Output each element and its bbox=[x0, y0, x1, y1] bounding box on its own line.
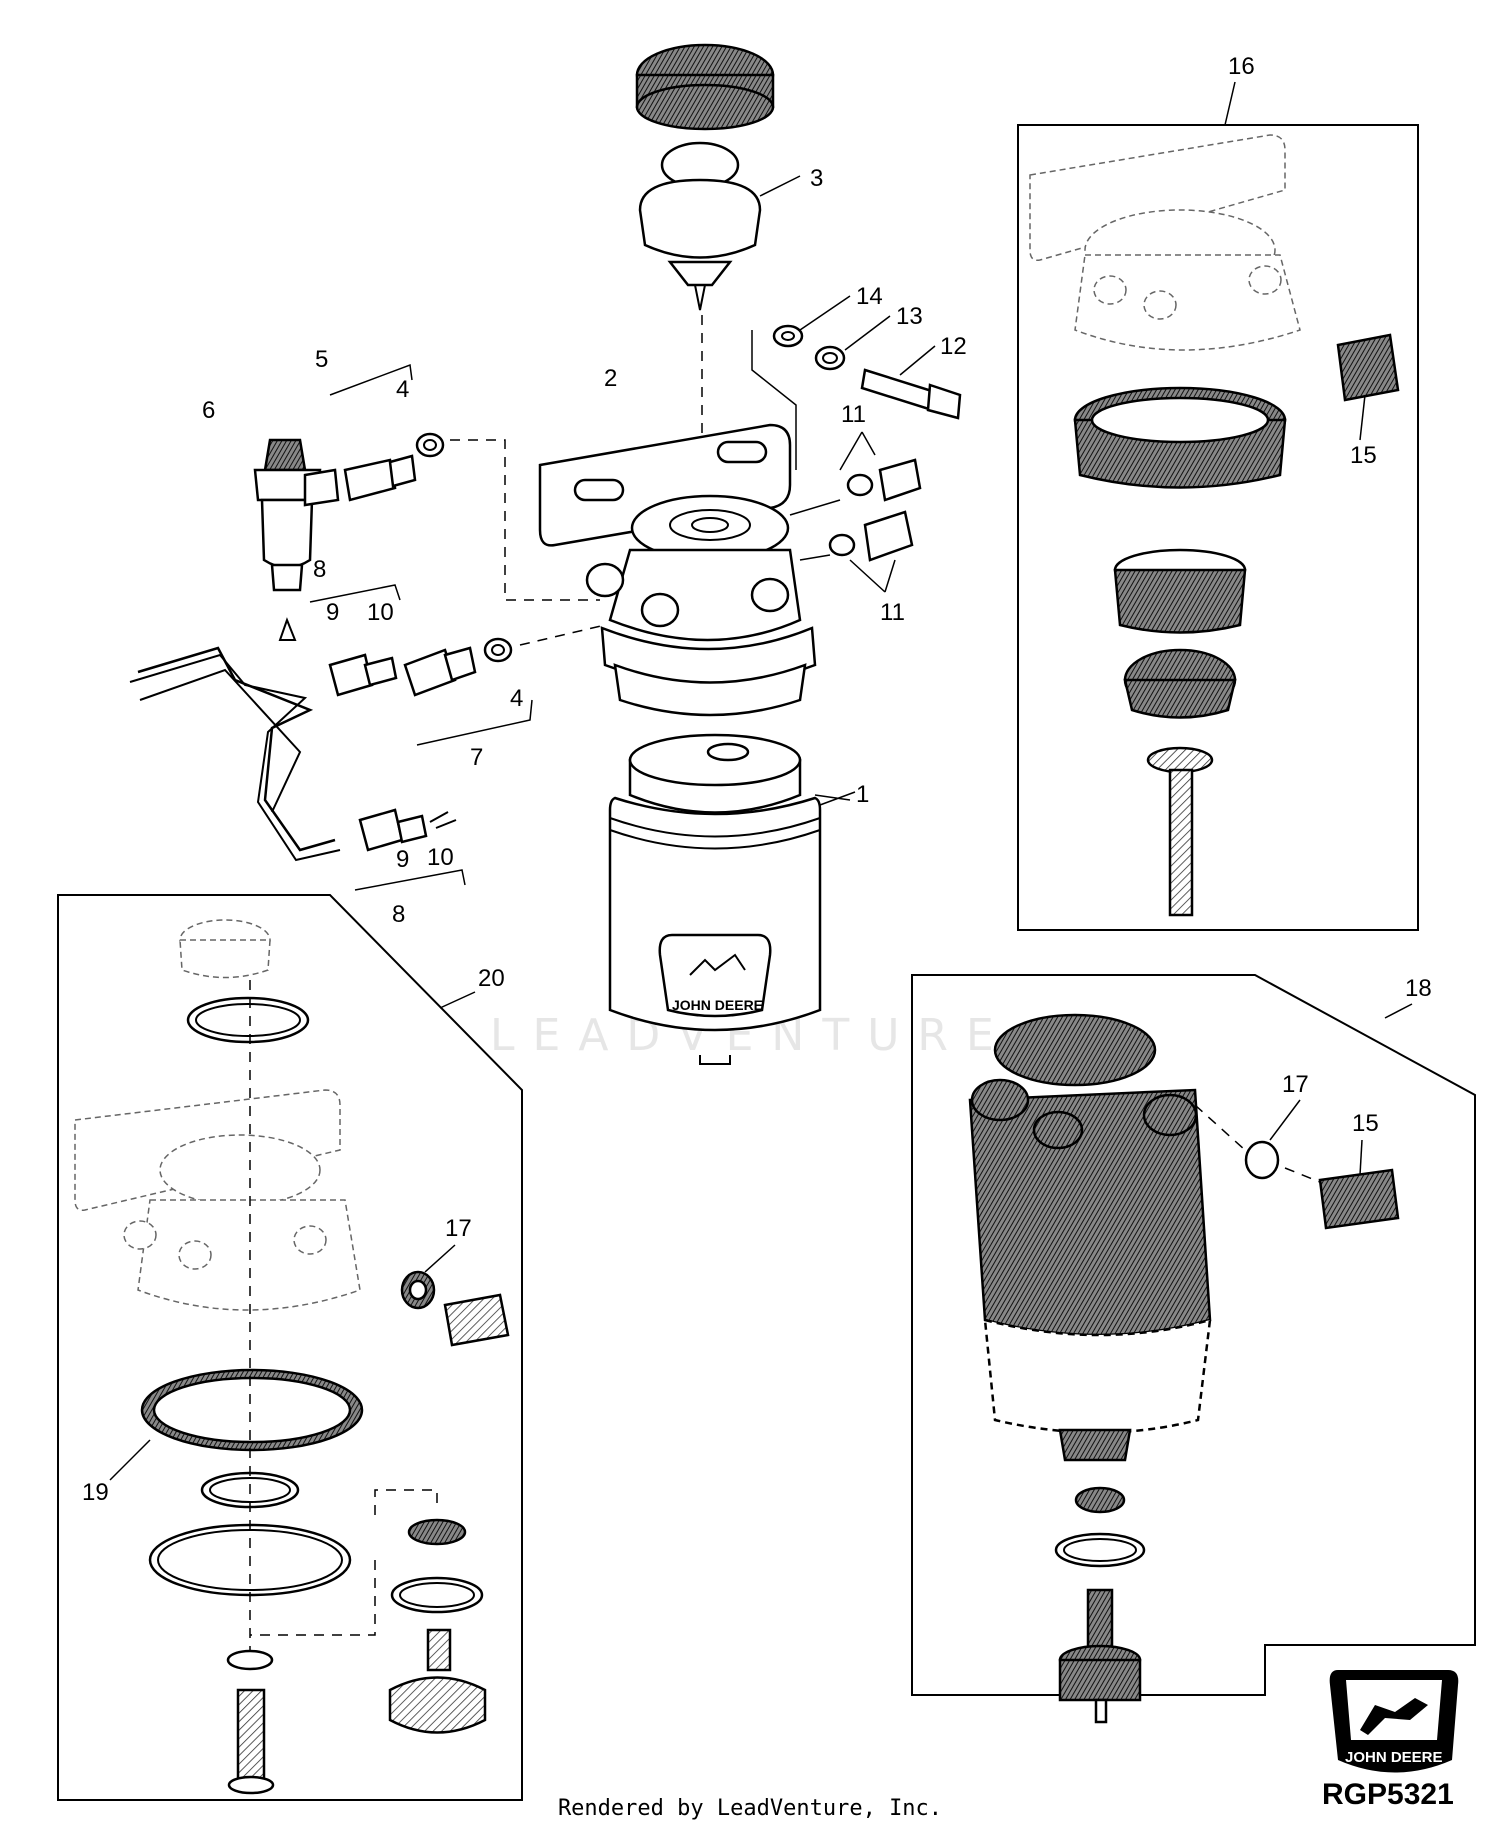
callout-12: 12 bbox=[940, 333, 967, 360]
callout-8-upper: 8 bbox=[313, 556, 326, 583]
callout-3: 3 bbox=[810, 165, 823, 192]
callout-9-upper: 9 bbox=[326, 599, 339, 626]
filter-element-part-1: JOHN DEERE bbox=[608, 733, 822, 1065]
gasket-part-19 bbox=[140, 1368, 364, 1452]
drain-seal-20 bbox=[390, 1518, 484, 1614]
filter-brand-label: JOHN DEERE bbox=[672, 997, 763, 1013]
filter-head-ghost-16 bbox=[1029, 134, 1301, 351]
plug-part-11-lower bbox=[828, 510, 914, 562]
filter-head-ghost-20 bbox=[74, 1089, 361, 1311]
callout-11-lower: 11 bbox=[880, 599, 905, 626]
callout-4-lower: 4 bbox=[510, 685, 523, 712]
plug-part-15-lower bbox=[1318, 1168, 1400, 1230]
fitting-part-7 bbox=[403, 646, 477, 697]
washer-part-4-upper bbox=[415, 432, 445, 458]
callout-11-upper: 11 bbox=[841, 401, 866, 428]
john-deere-logo: JOHN DEERE bbox=[1329, 1670, 1459, 1773]
filter-head-part-2 bbox=[538, 423, 817, 717]
plug-part-15-upper bbox=[1336, 333, 1400, 402]
washer-part-13 bbox=[814, 345, 846, 371]
callout-14: 14 bbox=[856, 283, 883, 310]
callout-20: 20 bbox=[478, 965, 505, 992]
kit-box-18 bbox=[911, 974, 1476, 1696]
callout-1: 1 bbox=[856, 781, 869, 808]
seal-ring-20 bbox=[186, 996, 310, 1044]
bolt-part-12 bbox=[860, 368, 962, 420]
callout-7: 7 bbox=[470, 744, 483, 771]
callout-6: 6 bbox=[202, 397, 215, 424]
callout-17-left: 17 bbox=[445, 1215, 472, 1242]
callout-4-upper: 4 bbox=[396, 376, 409, 403]
callout-9-lower: 9 bbox=[396, 846, 409, 873]
washer-part-4-lower bbox=[483, 637, 513, 663]
callout-18: 18 bbox=[1405, 975, 1432, 1002]
collar-part-16 bbox=[1073, 386, 1287, 489]
bowl-insert-16 bbox=[1123, 648, 1237, 719]
drain-stem-16 bbox=[1146, 746, 1214, 917]
callout-19: 19 bbox=[82, 1479, 109, 1506]
knurled-cap bbox=[635, 43, 775, 131]
callout-5: 5 bbox=[315, 346, 328, 373]
callout-10-upper: 10 bbox=[367, 599, 394, 626]
callout-8-lower: 8 bbox=[392, 901, 405, 928]
primer-pump-part-3 bbox=[638, 141, 762, 311]
logo-brand-label: JOHN DEERE bbox=[1345, 1749, 1443, 1766]
fitting-part-5 bbox=[343, 454, 417, 502]
filter-bowl-part-18 bbox=[968, 1013, 1212, 1462]
drain-parts-18 bbox=[1054, 1486, 1146, 1724]
drain-stem-20 bbox=[226, 1649, 275, 1795]
callout-16: 16 bbox=[1228, 53, 1255, 80]
seal-part-17-left bbox=[400, 1270, 436, 1310]
callout-17-right: 17 bbox=[1282, 1071, 1309, 1098]
knurled-cap-20 bbox=[179, 919, 271, 979]
callout-10-lower: 10 bbox=[427, 844, 454, 871]
fuel-line-part-8 bbox=[129, 646, 457, 862]
seal-part-17-right bbox=[1244, 1140, 1280, 1180]
plug-part-11-upper bbox=[846, 458, 922, 502]
kit-box-16 bbox=[1017, 124, 1419, 931]
callout-2: 2 bbox=[604, 365, 617, 392]
reference-code: RGP5321 bbox=[1322, 1778, 1454, 1811]
vent-screw-20 bbox=[443, 1293, 510, 1347]
callout-13: 13 bbox=[896, 303, 923, 330]
kit-box-20 bbox=[57, 894, 523, 1801]
hand-pump-fitting-part-6 bbox=[253, 438, 340, 592]
ring-nut-16 bbox=[1113, 548, 1247, 634]
footer-credit: Rendered by LeadVenture, Inc. bbox=[557, 1796, 943, 1821]
washer-part-14 bbox=[772, 324, 804, 348]
callout-15-lower: 15 bbox=[1352, 1110, 1379, 1137]
callout-15-upper: 15 bbox=[1350, 442, 1377, 469]
drain-valve-20 bbox=[388, 1628, 487, 1734]
